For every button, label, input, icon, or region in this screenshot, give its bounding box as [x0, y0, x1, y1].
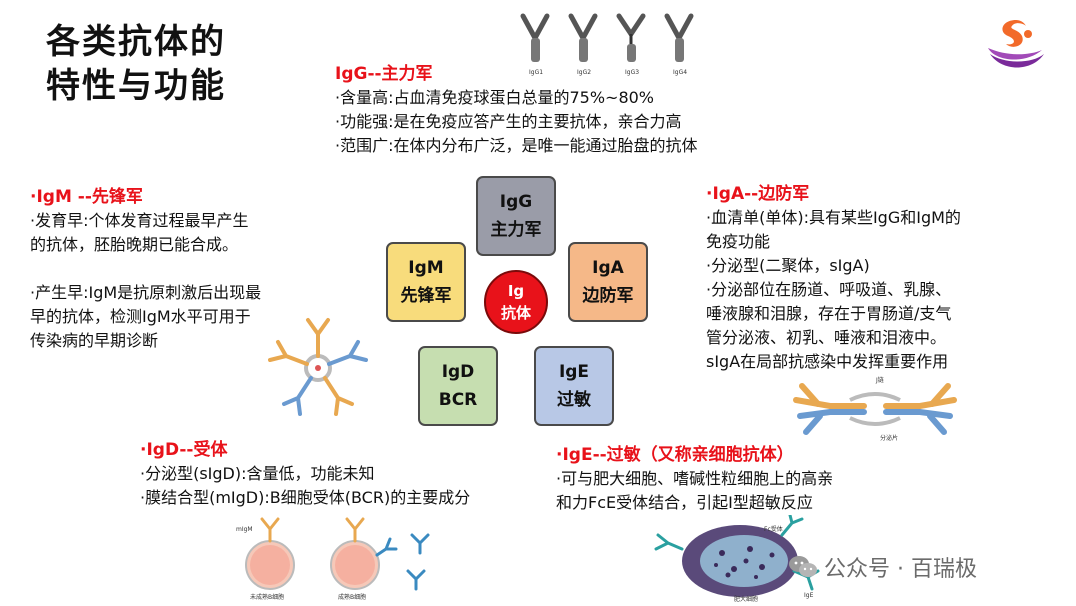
- iga-line-6: 管分泌液、初乳、唾液和泪液中。: [706, 328, 947, 347]
- igg-line-2: ·功能强:是在免疫应答产生的主要抗体，亲合力高: [335, 112, 682, 131]
- igd-section: ·IgD--受体 ·分泌型(sIgD):含量低，功能未知 ·膜结合型(mIgD)…: [140, 438, 470, 510]
- ig-center-circle: Ig 抗体: [484, 270, 548, 334]
- igd-bcell-diagram: mIgM 未成熟B细胞 成熟B细胞: [236, 517, 430, 601]
- iga-line-3: ·分泌型(二聚体，sIgA): [706, 256, 870, 275]
- iga-box-role: 边防军: [582, 286, 634, 306]
- iga-secretory-piece-label: 分泌片: [880, 434, 898, 442]
- watermark: 公众号 · 百瑞极: [788, 551, 977, 583]
- igg-section: IgG--主力军 ·含量高:占血清免疫球蛋白总量的75%~80% ·功能强:是在…: [335, 62, 697, 158]
- immature-bcell-label: 未成熟B细胞: [250, 593, 284, 601]
- title-line-2: 特性与功能: [46, 66, 226, 106]
- igg-line-3: ·范围广:在体内分布广泛，是唯一能通过胎盘的抗体: [335, 136, 698, 155]
- igg1-structure-icon: [520, 13, 550, 62]
- igm-box: IgM 先锋军: [386, 242, 466, 322]
- igg2-structure-icon: [568, 13, 598, 62]
- iga-line-5: 唾液腺和泪腺，存在于胃肠道/支气: [706, 304, 952, 323]
- free-igd-icon: [410, 533, 430, 555]
- brand-logo-icon: [988, 20, 1044, 68]
- iga-section: ·IgA--边防军 ·血清单(单体):具有某些IgG和IgM的 免疫功能 ·分泌…: [706, 182, 961, 374]
- ige-antibody-label: IgE: [804, 592, 814, 599]
- ige-title: ·IgE--过敏（又称亲细胞抗体）: [556, 445, 794, 465]
- igd-box: IgD BCR: [418, 346, 498, 426]
- ig-circle-role: 抗体: [500, 304, 531, 322]
- igg-box: IgG 主力军: [476, 176, 556, 256]
- mast-cell-label: 肥大细胞: [734, 595, 758, 603]
- iga-jchain-label: J链: [875, 376, 884, 384]
- igm-line-5: 早的抗体，检测IgM水平可用于: [30, 307, 251, 326]
- mature-bcell-icon: 成熟B细胞: [330, 517, 398, 601]
- igm-line-3: [30, 257, 261, 281]
- page-title: 各类抗体的 特性与功能: [46, 20, 226, 108]
- mast-cell-diagram: Fc受体 IgE 肥大细胞: [654, 515, 820, 603]
- wechat-icon: [789, 556, 817, 577]
- mIgM-label: mIgM: [236, 526, 253, 533]
- igg-box-role: 主力军: [490, 220, 542, 240]
- ige-line-2: 和力FcE受体结合，引起I型超敏反应: [556, 493, 813, 512]
- watermark-text: 公众号 · 百瑞极: [824, 557, 977, 582]
- free-igd-icon-2: [406, 569, 426, 591]
- igg-box-name: IgG: [499, 192, 533, 212]
- igg-title: IgG--主力军: [335, 64, 433, 84]
- igd-box-role: BCR: [438, 390, 478, 410]
- igg2-label: IgG2: [577, 69, 591, 76]
- iga-box: IgA 边防军: [568, 242, 648, 322]
- iga-line-1: ·血清单(单体):具有某些IgG和IgM的: [706, 208, 961, 227]
- igd-box-name: IgD: [441, 362, 475, 382]
- igd-title: ·IgD--受体: [140, 440, 228, 460]
- ig-circle-name: Ig: [507, 282, 525, 300]
- fc-receptor-label: Fc受体: [764, 525, 783, 533]
- ige-antibody-icon-2: [780, 515, 804, 537]
- ige-box-role: 过敏: [557, 390, 591, 410]
- igg4-label: IgG4: [673, 69, 687, 76]
- ige-box-name: IgE: [558, 362, 590, 382]
- iga-box-name: IgA: [592, 258, 624, 278]
- igg3-label: IgG3: [625, 69, 639, 76]
- igm-title: ·IgM --先锋军: [30, 187, 143, 207]
- iga-line-2: 免疫功能: [706, 232, 771, 251]
- ige-section: ·IgE--过敏（又称亲细胞抗体） ·可与肥大细胞、嗜碱性粒细胞上的高亲 和力F…: [556, 443, 833, 515]
- igg1-label: IgG1: [529, 69, 543, 76]
- iga-line-4: ·分泌部位在肠道、呼吸道、乳腺、: [706, 280, 952, 299]
- igm-line-1: ·发育早:个体发育过程最早产生: [30, 211, 249, 230]
- igm-box-role: 先锋军: [400, 286, 452, 306]
- igm-box-name: IgM: [408, 258, 444, 278]
- immature-bcell-icon: mIgM 未成熟B细胞: [236, 517, 295, 601]
- igm-pentamer-diagram: [268, 318, 368, 416]
- mature-bcell-label: 成熟B细胞: [338, 593, 366, 601]
- igd-line-1: ·分泌型(sIgD):含量低，功能未知: [140, 464, 375, 483]
- igm-line-2: 的抗体，胚胎晚期已能合成。: [30, 235, 239, 254]
- iga-title: ·IgA--边防军: [706, 184, 810, 204]
- igm-line-4: ·产生早:IgM是抗原刺激后出现最: [30, 283, 262, 302]
- igm-line-6: 传染病的早期诊断: [30, 331, 159, 350]
- ige-box: IgE 过敏: [534, 346, 614, 426]
- igg-subclasses-diagram: IgG1 IgG2 IgG3 IgG4: [520, 13, 694, 76]
- iga-dimer-diagram: J链 分泌片: [793, 376, 957, 442]
- igg-line-1: ·含量高:占血清免疫球蛋白总量的75%~80%: [335, 88, 655, 107]
- igm-section: ·IgM --先锋军 ·发育早:个体发育过程最早产生 的抗体，胚胎晚期已能合成。…: [30, 185, 261, 353]
- igg3-structure-icon: [616, 13, 646, 62]
- igg4-structure-icon: [664, 13, 694, 62]
- iga-line-7: sIgA在局部抗感染中发挥重要作用: [706, 352, 949, 371]
- ige-antibody-icon: [654, 533, 684, 551]
- igd-line-2: ·膜结合型(mIgD):B细胞受体(BCR)的主要成分: [140, 488, 471, 507]
- ige-line-1: ·可与肥大细胞、嗜碱性粒细胞上的高亲: [556, 469, 834, 488]
- title-line-1: 各类抗体的: [46, 22, 226, 62]
